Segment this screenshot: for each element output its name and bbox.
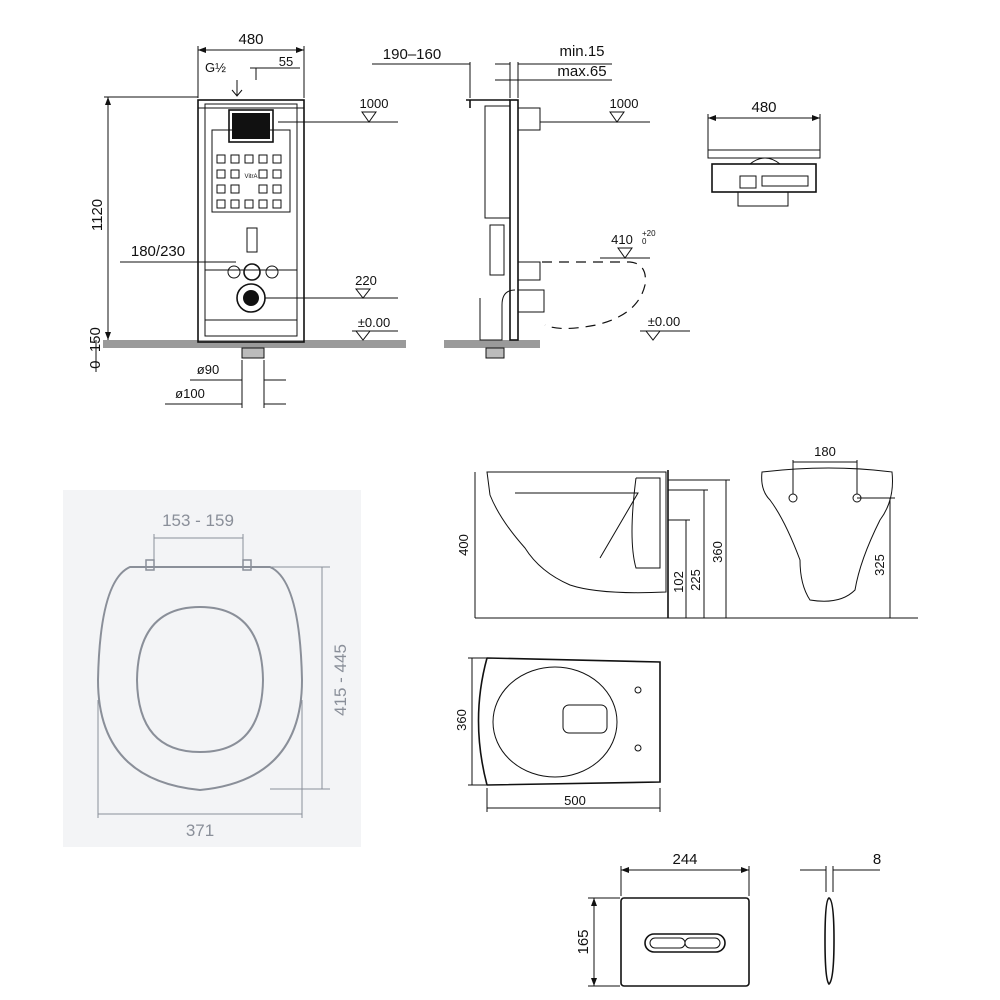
top-width-label: 480 (751, 99, 776, 116)
frame-height-label: 1120 (89, 199, 106, 231)
level-bowl-label: 410 (611, 232, 633, 247)
bowl-front-view: 180 325 (740, 444, 918, 619)
cistern-side (484, 105, 511, 219)
seat-opening (135, 605, 265, 754)
bowl-top-view: 360 500 (454, 657, 661, 812)
inlet-offset-label: 55 (279, 54, 293, 69)
level-bowl-tol2-label: 0 (642, 237, 647, 246)
max-label: max.65 (557, 63, 606, 80)
bolt-spacing-label: 180/230 (131, 243, 185, 260)
front-bolt-label: 180 (814, 444, 836, 459)
bowl-d3-label: 360 (710, 541, 725, 563)
bowl-d2-label: 225 (688, 569, 703, 591)
floor-range-label: 0–150 (87, 327, 104, 369)
frame-outline (197, 99, 305, 343)
seat-view: 153 - 159 415 - 445 371 (96, 511, 350, 840)
side-level-zero-label: ±0.00 (648, 314, 680, 329)
flush-button-window (228, 109, 274, 143)
pipe-d100-label: ø100 (175, 386, 205, 401)
bowl-top-length-label: 500 (564, 793, 586, 808)
frame-post (509, 99, 519, 341)
bowl-top-width-label: 360 (454, 709, 469, 731)
flush-plate-outline (620, 897, 750, 987)
plate-thickness-label: 8 (873, 851, 881, 868)
level-zero-label: ±0.00 (358, 315, 390, 330)
bowl-front-outline (761, 467, 893, 602)
plate-height-label: 165 (575, 929, 592, 954)
bowl-side-view: 400 102 225 360 (456, 470, 740, 619)
frame-width-label: 480 (238, 31, 263, 48)
pipe-d90-label: ø90 (197, 362, 219, 377)
flush-buttons (644, 933, 726, 953)
level-top-label: 1000 (360, 96, 389, 111)
min-label: min.15 (559, 43, 604, 60)
depth-range-label: 190–160 (383, 46, 441, 63)
seat-panel-bg (63, 490, 361, 847)
seat-hinge-label: 153 - 159 (162, 511, 234, 530)
level-outlet-label: 220 (355, 273, 377, 288)
level-bowl-tol-label: +20 (642, 229, 656, 238)
bowl-height-label: 400 (456, 534, 471, 556)
seat-width-label: 371 (186, 821, 214, 840)
seat-outline (96, 566, 304, 792)
floor-slab (103, 340, 406, 348)
frame-side-view: 190–160 min.15 max.65 1000 410 +20 0 ±0.… (372, 43, 690, 359)
front-height-label: 325 (872, 554, 887, 576)
logo-text: VitrA (245, 174, 258, 180)
bowl-side-outline (486, 471, 667, 594)
plate-side-profile (824, 897, 835, 986)
floor-slab-side (444, 340, 540, 348)
bowl-top-outline (477, 657, 661, 786)
water-inlet-arrow (231, 80, 243, 97)
plate-width-label: 244 (672, 851, 697, 868)
seat-length-label: 415 - 445 (331, 644, 350, 716)
bowl-d1-label: 102 (671, 571, 686, 593)
bowl-dashed-outline (542, 261, 647, 330)
frame-front-view: VitrA 480 G½ 55 1120 0–150 (87, 31, 406, 408)
flush-plate-view: 244 165 8 (575, 851, 881, 987)
side-level-top-label: 1000 (610, 96, 639, 111)
frame-top-view: 480 (707, 99, 821, 207)
thread-label: G½ (205, 60, 226, 75)
